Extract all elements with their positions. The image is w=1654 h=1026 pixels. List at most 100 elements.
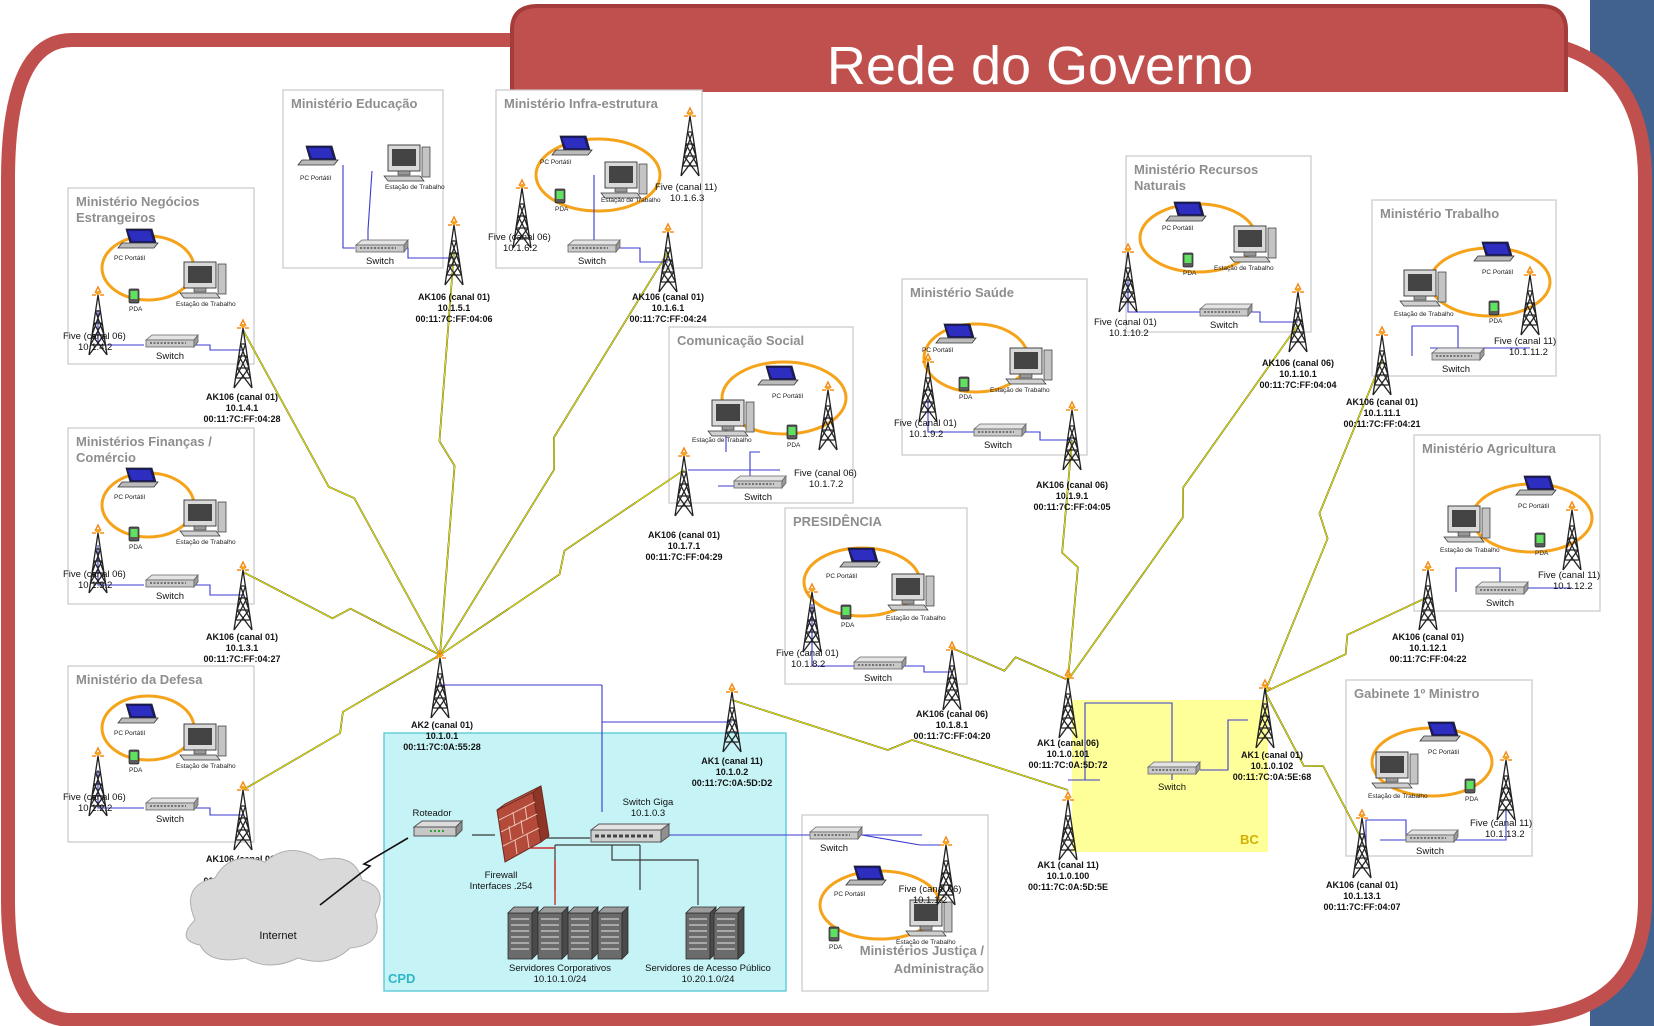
pda-comunicacao	[786, 424, 798, 440]
laptop-label-financas: PC Portátil	[114, 494, 146, 501]
cpd-label: CPD	[388, 971, 415, 986]
pda-recursos	[1182, 252, 1194, 268]
ak1-cpd-l3: 00:11:7C:0A:5D:D2	[692, 778, 773, 788]
radio-link-infra	[534, 137, 662, 213]
ak1-cpd-l2: 10.1.0.2	[716, 767, 749, 777]
workstation-label-saude: Estação de Trabalho	[990, 387, 1050, 394]
five-label-recursos: Five (canal 01)	[1094, 317, 1157, 328]
five-ip-presidencia: 10.1.8.2	[791, 659, 825, 670]
switch-giga-label: Switch Giga	[623, 797, 674, 808]
laptop-label-agricultura: PC Portátil	[1518, 503, 1550, 510]
pda-agricultura	[1534, 532, 1546, 548]
pda-label-infra: PDA	[555, 206, 569, 213]
switch-gabinete	[1405, 829, 1459, 843]
ministry-title-agricultura: Ministério Agricultura	[1422, 441, 1557, 456]
switch-label-presidencia: Switch	[864, 673, 892, 684]
ak-mac-recursos: 00:11:7C:FF:04:04	[1259, 380, 1336, 390]
ak1-bc-b-l1: AK1 (canal 01)	[1241, 750, 1303, 760]
slide-title: Rede do Governo	[827, 36, 1253, 96]
five-label-infra: Five (canal 06)	[488, 232, 551, 243]
pda-label-trabalho: PDA	[1489, 318, 1503, 325]
ak-mac-infra: 00:11:7C:FF:04:24	[629, 314, 706, 324]
switch-label-gabinete: Switch	[1416, 846, 1444, 857]
five-label-trabalho: Five (canal 11)	[1494, 336, 1556, 347]
pda-financas	[128, 526, 140, 542]
switch-recursos	[1199, 303, 1253, 317]
switch-negocios	[145, 334, 199, 348]
pda-presidencia	[840, 604, 852, 620]
ak1-bc-a-l2: 10.1.0.101	[1047, 749, 1090, 759]
ak-ip-recursos: 10.1.10.1	[1279, 369, 1317, 379]
pda-label-presidencia: PDA	[841, 622, 855, 629]
switch-label-financas: Switch	[156, 591, 184, 602]
ministry-title-trabalho: Ministério Trabalho	[1380, 206, 1499, 221]
switch-label-saude: Switch	[984, 440, 1012, 451]
bc-switch-icon	[1147, 761, 1201, 775]
five-ip-comunicacao: 10.1.7.2	[809, 479, 843, 490]
switch-label-defesa: Switch	[156, 814, 184, 825]
laptop-label-presidencia: PC Portátil	[826, 573, 858, 580]
pda-label-gabinete: PDA	[1465, 796, 1479, 803]
switch-giga-ip: 10.1.0.3	[631, 808, 665, 819]
switch-label-comunicacao: Switch	[744, 492, 772, 503]
ak-label-comunicacao: AK106 (canal 01)	[648, 530, 720, 540]
ak-ip-trabalho: 10.1.11.1	[1363, 408, 1400, 418]
five-label-agricultura: Five (canal 11)	[1538, 570, 1600, 581]
five-ip-saude: 10.1.9.2	[909, 429, 943, 440]
workstation-label-educacao: Estação de Trabalho	[385, 184, 445, 191]
five-label-presidencia: Five (canal 01)	[776, 648, 839, 659]
bc-switch-label: Switch	[1158, 782, 1186, 793]
laptop-label-justica: PC Portátil	[834, 891, 866, 898]
switch-label-agricultura: Switch	[1486, 598, 1514, 609]
ak-label-educacao: AK106 (canal 01)	[418, 292, 490, 302]
workstation-label-justica: Estação de Trabalho	[896, 939, 956, 946]
router-label: Roteador	[412, 808, 451, 819]
laptop-label-recursos: PC Portátil	[1162, 225, 1194, 232]
five-ip-recursos: 10.1.10.2	[1109, 328, 1149, 339]
laptop-label-negocios: PC Portátil	[114, 255, 146, 262]
pda-defesa	[128, 749, 140, 765]
five-label-gabinete: Five (canal 11)	[1470, 818, 1532, 829]
switch-giga-icon	[589, 823, 671, 843]
ak2-l2: 10.1.0.1	[426, 731, 459, 741]
pda-trabalho	[1488, 300, 1500, 316]
pda-gabinete	[1464, 778, 1476, 794]
switch-trabalho	[1431, 347, 1485, 361]
switch-presidencia	[853, 656, 907, 670]
ministry-title-justica: Ministérios Justiça /	[860, 943, 985, 958]
workstation-label-comunicacao: Estação de Trabalho	[692, 437, 752, 444]
ak2-l3: 00:11:7C:0A:55:28	[403, 742, 481, 752]
ministry-title2-negocios: Estrangeiros	[76, 210, 155, 225]
bc-zone	[1072, 700, 1268, 852]
workstation-label-defesa: Estação de Trabalho	[176, 763, 236, 770]
five-b-label-infra: Five (canal 11)	[655, 182, 717, 193]
ak-label-negocios: AK106 (canal 01)	[206, 392, 278, 402]
servers-corp-subnet: 10.10.1.0/24	[534, 974, 587, 985]
five-ip-trabalho: 10.1.11.2	[1509, 347, 1548, 358]
ak-ip-presidencia: 10.1.8.1	[936, 720, 969, 730]
pda-label-comunicacao: PDA	[787, 442, 801, 449]
ak-label-trabalho: AK106 (canal 01)	[1346, 397, 1418, 407]
ministry-box-comunicacao	[668, 326, 854, 504]
bc-label: BC	[1240, 832, 1259, 847]
firewall-label: Firewall	[485, 870, 518, 881]
workstation-label-financas: Estação de Trabalho	[176, 539, 236, 546]
ak-mac-educacao: 00:11:7C:FF:04:06	[415, 314, 492, 324]
ak1-bc-a-l3: 00:11:7C:0A:5D:72	[1028, 760, 1107, 770]
servers-public-label: Servidores de Acesso Público	[645, 963, 771, 974]
five-label-negocios: Five (canal 06)	[63, 331, 126, 342]
ak-mac-trabalho: 00:11:7C:FF:04:21	[1343, 419, 1420, 429]
ak-mac-presidencia: 00:11:7C:FF:04:20	[913, 731, 990, 741]
laptop-label-educacao: PC Portátil	[300, 175, 332, 182]
pda-label-recursos: PDA	[1183, 270, 1197, 277]
ministry-title-recursos: Ministério Recursos	[1134, 162, 1258, 177]
ministry-title2-recursos: Naturais	[1134, 178, 1186, 193]
servers-public-subnet: 10.20.1.0/24	[682, 974, 735, 985]
router-icon	[412, 819, 464, 838]
ministry-title-infra: Ministério Infra-estrutura	[504, 96, 659, 111]
switch-label-trabalho: Switch	[1442, 364, 1470, 375]
ak-mac-gabinete: 00:11:7C:FF:04:07	[1323, 902, 1400, 912]
switch-defesa	[145, 797, 199, 811]
ministry-title-educacao: Ministério Educação	[291, 96, 417, 111]
